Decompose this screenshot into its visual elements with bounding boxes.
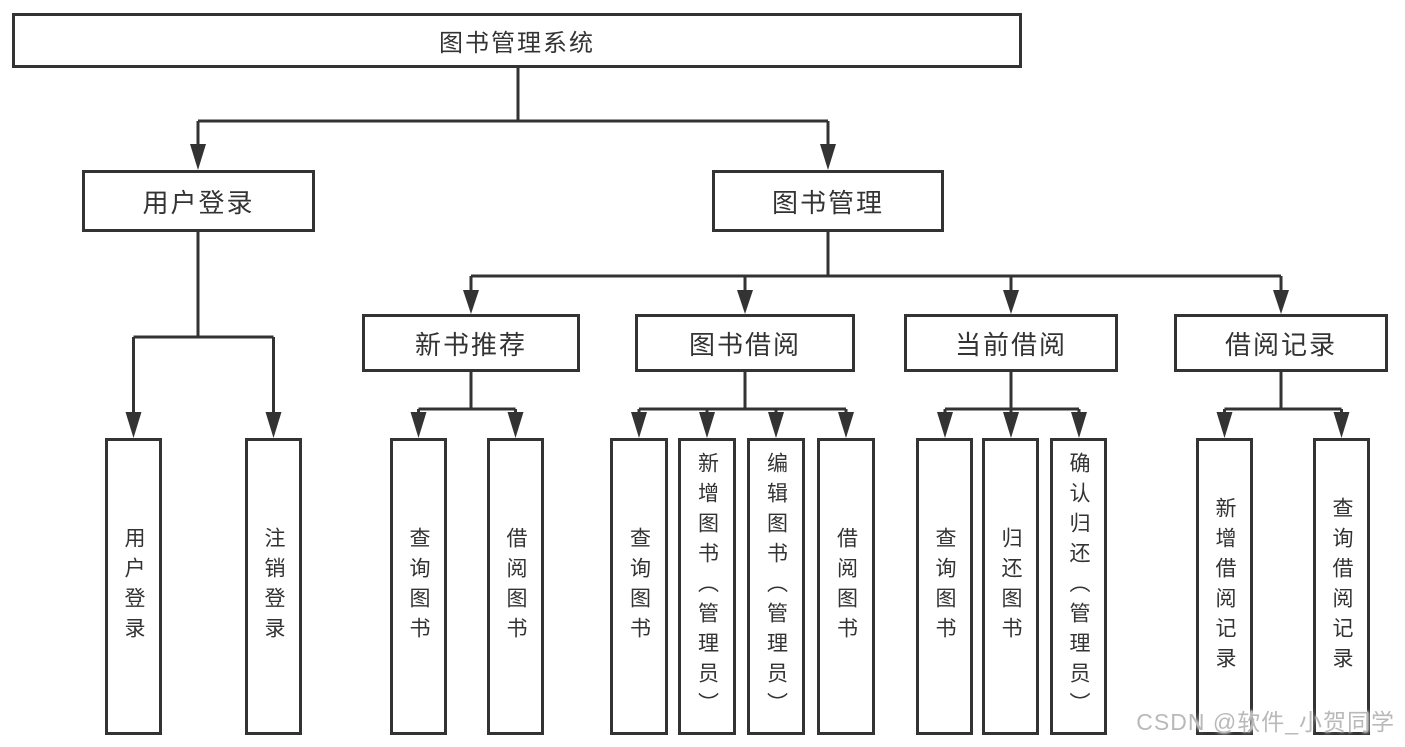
arrowhead bbox=[410, 412, 427, 438]
node-book-management-label: 图书管理 bbox=[771, 187, 884, 218]
leaf-recommend-borrow-book-label: 借阅图书 bbox=[504, 526, 527, 647]
connector-login-to-children bbox=[132, 231, 275, 420]
leaf-current-query-book: 查询图书 bbox=[916, 438, 973, 735]
leaf-recommend-query-book: 查询图书 bbox=[390, 438, 447, 735]
arrowhead bbox=[190, 144, 206, 170]
arrowhead bbox=[1003, 412, 1019, 438]
arrowhead bbox=[820, 144, 836, 170]
leaf-borrow-borrow-book: 借阅图书 bbox=[817, 438, 875, 735]
node-root: 图书管理系统 bbox=[12, 13, 1022, 68]
arrowhead bbox=[1003, 290, 1019, 314]
leaf-current-confirm-return-admin: 确认归还（管理员） bbox=[1050, 438, 1107, 735]
node-borrow-records-label: 借阅记录 bbox=[1224, 329, 1337, 360]
arrowheads bbox=[125, 144, 1350, 438]
arrowhead bbox=[838, 412, 854, 438]
leaf-logout-label: 注销登录 bbox=[262, 526, 285, 647]
leaf-records-query-record-label: 查询借阅记录 bbox=[1330, 496, 1353, 677]
connector-records-to-children bbox=[1223, 371, 1343, 418]
node-book-management: 图书管理 bbox=[712, 170, 944, 232]
connector-current-to-children bbox=[943, 371, 1081, 418]
leaf-recommend-borrow-book: 借阅图书 bbox=[487, 438, 544, 735]
arrowhead bbox=[737, 290, 753, 314]
leaf-borrow-add-book-admin-label: 新增图书（管理员） bbox=[695, 451, 719, 722]
leaf-borrow-query-book-label: 查询图书 bbox=[627, 526, 651, 647]
leaf-logout: 注销登录 bbox=[245, 438, 302, 735]
leaf-recommend-query-book-label: 查询图书 bbox=[407, 526, 430, 647]
node-root-label: 图书管理系统 bbox=[439, 30, 595, 57]
arrowhead bbox=[265, 412, 282, 438]
leaf-user-login-label: 用户登录 bbox=[122, 526, 145, 647]
leaf-borrow-borrow-book-label: 借阅图书 bbox=[834, 526, 858, 647]
csdn-watermark: CSDN @软件_小贺同学 bbox=[1136, 709, 1395, 735]
leaf-borrow-edit-book-admin-label: 编辑图书（管理员） bbox=[764, 451, 788, 722]
arrowhead bbox=[631, 412, 647, 438]
node-new-book-recommend: 新书推荐 bbox=[362, 314, 580, 372]
leaf-current-confirm-return-admin-label: 确认归还（管理员） bbox=[1067, 451, 1090, 722]
node-user-login-label: 用户登录 bbox=[142, 187, 255, 218]
leaf-current-query-book-label: 查询图书 bbox=[933, 526, 956, 647]
node-current-borrow: 当前借阅 bbox=[904, 314, 1118, 372]
node-borrow-records: 借阅记录 bbox=[1174, 314, 1388, 372]
arrowhead bbox=[125, 412, 142, 438]
leaf-records-add-record: 新增借阅记录 bbox=[1196, 438, 1253, 735]
arrowhead bbox=[1216, 412, 1233, 438]
arrowhead bbox=[699, 412, 715, 438]
leaf-records-add-record-label: 新增借阅记录 bbox=[1213, 496, 1236, 677]
leaf-borrow-query-book: 查询图书 bbox=[610, 438, 668, 735]
arrowhead bbox=[463, 290, 479, 314]
arrowhead bbox=[1071, 412, 1087, 438]
leaf-borrow-add-book-admin: 新增图书（管理员） bbox=[678, 438, 736, 735]
arrowhead bbox=[507, 412, 524, 438]
connector-recommend-to-children bbox=[417, 371, 517, 418]
leaf-borrow-edit-book-admin: 编辑图书（管理员） bbox=[747, 438, 805, 735]
leaf-user-login: 用户登录 bbox=[105, 438, 162, 735]
node-user-login: 用户登录 bbox=[82, 170, 315, 232]
arrowhead bbox=[1273, 290, 1289, 314]
arrowhead bbox=[1333, 412, 1350, 438]
node-book-borrow: 图书借阅 bbox=[635, 314, 855, 372]
arrowhead bbox=[937, 412, 953, 438]
connector-mgmt-to-modules bbox=[469, 231, 1283, 296]
arrowhead bbox=[768, 412, 784, 438]
leaf-records-query-record: 查询借阅记录 bbox=[1313, 438, 1370, 735]
node-new-book-recommend-label: 新书推荐 bbox=[414, 329, 527, 360]
leaf-current-return-book: 归还图书 bbox=[982, 438, 1039, 735]
connector-borrow-to-children bbox=[637, 371, 848, 418]
node-book-borrow-label: 图书借阅 bbox=[688, 329, 801, 360]
connector-root-to-branches bbox=[196, 67, 830, 150]
node-current-borrow-label: 当前借阅 bbox=[954, 329, 1067, 360]
leaf-current-return-book-label: 归还图书 bbox=[999, 526, 1022, 647]
